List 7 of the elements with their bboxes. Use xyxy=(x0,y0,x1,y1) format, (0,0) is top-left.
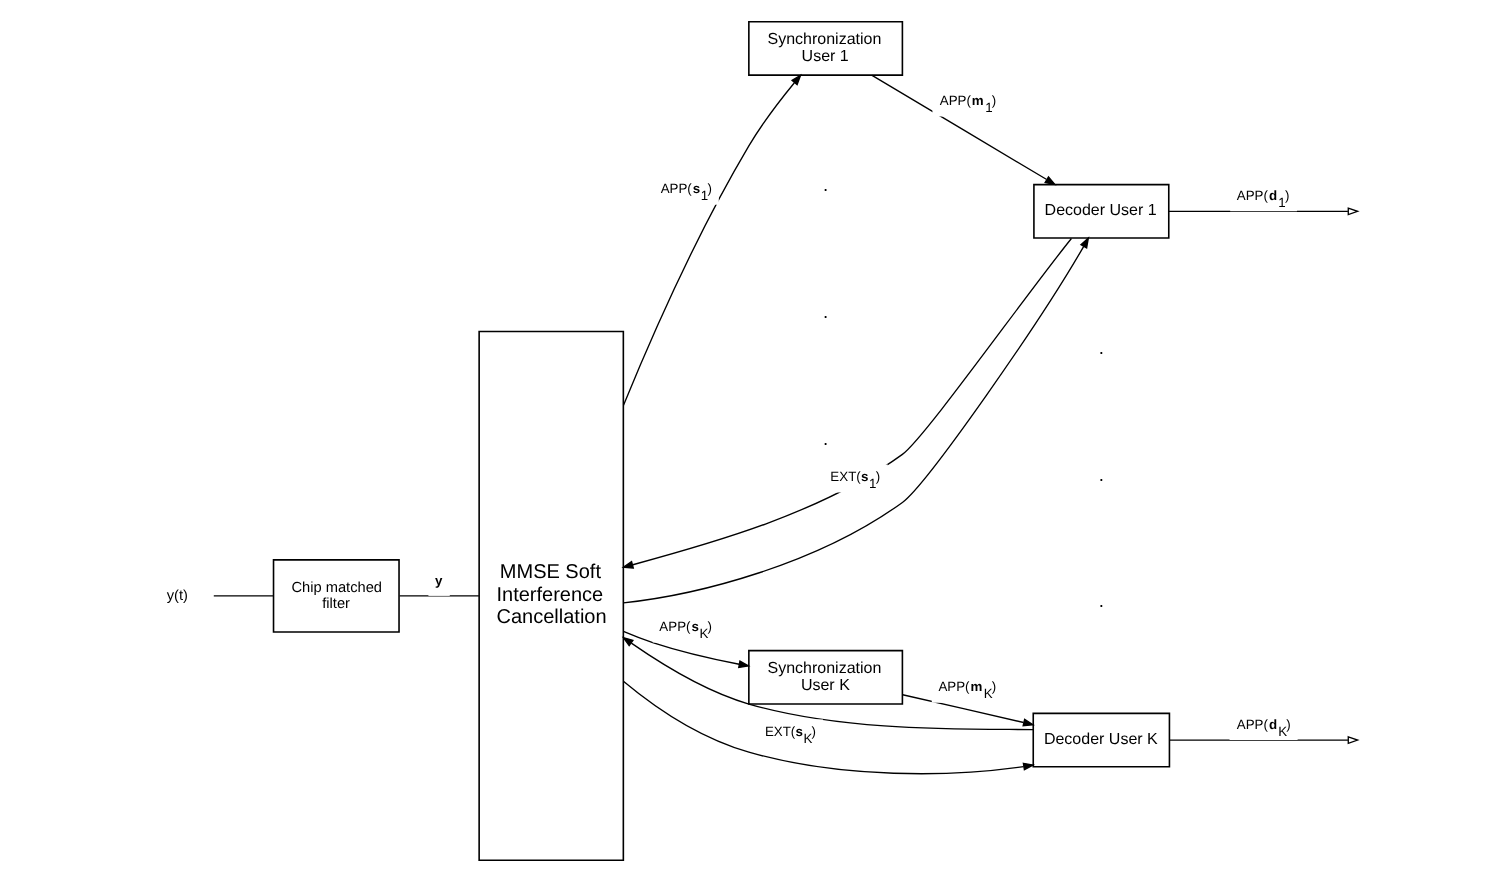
label: . xyxy=(822,174,829,195)
label: . xyxy=(822,301,829,322)
label: . xyxy=(1098,591,1104,612)
node-text: y(t) xyxy=(166,585,188,604)
label: . xyxy=(822,428,829,449)
label: . xyxy=(1098,337,1104,358)
label: . xyxy=(1098,464,1104,485)
